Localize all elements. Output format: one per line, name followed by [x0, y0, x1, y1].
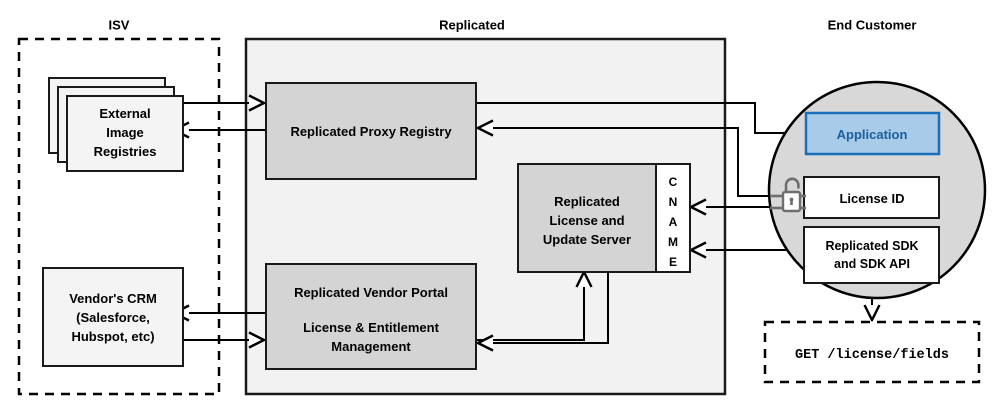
cname-letter-c: C	[669, 175, 678, 189]
license-id-label: License ID	[839, 191, 904, 206]
registries-stack-front	[66, 95, 184, 172]
vendors-crm-label-line3: Hubspot, etc)	[71, 329, 154, 344]
api-request-box	[763, 320, 981, 384]
cname-box	[655, 163, 691, 273]
license-server-label-line1: Replicated	[554, 194, 620, 209]
registries-label-line1: External	[99, 106, 150, 121]
license-id-box	[803, 176, 940, 219]
connector-license-server-to-portal	[478, 272, 609, 343]
zone-title-replicated: Replicated	[439, 17, 505, 32]
vendors-crm-label-line1: Vendor's CRM	[69, 291, 157, 306]
vendor-portal-label-line3: Management	[331, 339, 411, 354]
vendor-portal-label-line1: Replicated Vendor Portal	[294, 285, 448, 300]
license-server-label-line2: License and	[549, 213, 624, 228]
cname-letter-n: N	[669, 195, 678, 209]
connector-customer-to-proxy	[478, 128, 790, 197]
replicated-sdk-label-line1: Replicated SDK	[825, 239, 918, 253]
application-label: Application	[837, 127, 908, 142]
replicated-proxy-registry-label: Replicated Proxy Registry	[290, 124, 452, 139]
vendors-crm-label-line2: (Salesforce,	[76, 310, 150, 325]
registries-label-line3: Registries	[94, 144, 157, 159]
application-box	[804, 111, 941, 156]
registries-label-line2: Image	[106, 125, 144, 140]
license-server-label-line3: Update Server	[543, 232, 631, 247]
replicated-sdk-label-line2: and SDK API	[834, 257, 910, 271]
cname-letter-e: E	[669, 255, 677, 269]
replicated-sdk-box	[803, 226, 940, 284]
api-request-label: GET /license/fields	[795, 348, 949, 363]
unlocked-padlock-icon	[770, 177, 806, 213]
connector-proxy-to-application	[476, 102, 806, 133]
vendor-portal-label-line2: License & Entitlement	[303, 320, 439, 335]
replicated-vendor-portal-box	[265, 263, 477, 370]
cname-letter-a: A	[669, 215, 678, 229]
zone-isv-boundary	[17, 37, 221, 396]
replicated-proxy-registry-box	[265, 82, 477, 180]
connector-portal-to-license-server	[476, 272, 584, 341]
cname-letter-m: M	[668, 235, 678, 249]
zone-title-end-customer: End Customer	[828, 17, 917, 32]
replicated-license-update-server-box	[517, 163, 657, 273]
zone-title-isv: ISV	[109, 17, 130, 32]
vendors-crm-box	[42, 267, 184, 367]
